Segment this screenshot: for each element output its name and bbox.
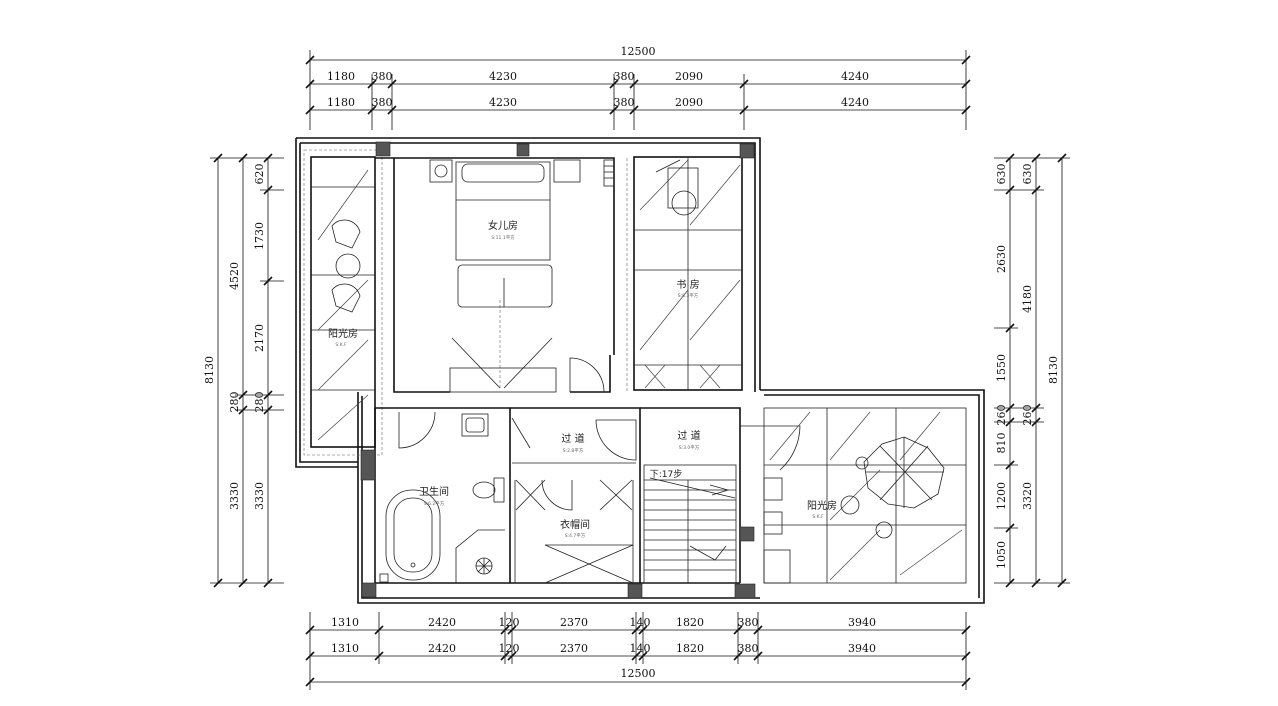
bottom-dim: 2370 [560,616,588,629]
left-dim: 3330 [228,482,241,510]
right-dim: 3320 [1021,482,1034,510]
bottom-dim: 120 [499,616,520,629]
right-dim: 1050 [995,541,1008,569]
bottom-dim: 380 [738,642,759,655]
top-dim: 2090 [675,70,703,83]
wardrobe-icon [515,479,634,584]
desk-chair-icon [655,159,699,216]
room-label-cloakroom: 衣帽间 [560,518,590,531]
building-walls [295,137,985,604]
bottom-dim: 3940 [848,642,876,655]
room-label-corridor-b: 过 道 [677,429,700,442]
bottom-dim: 1310 [331,642,359,655]
top-dim: 380 [372,70,393,83]
room-area-sunroom-west: S:K.F [335,342,347,348]
room-area-balcony: S:K.F [812,514,824,520]
bottom-dim: 3940 [848,616,876,629]
top-dim: 4230 [489,96,517,109]
bottom-dim: 1820 [676,616,704,629]
room-label-bathroom: 卫生间 [419,485,449,498]
washing-machine-icon [763,477,791,584]
right-dim: 1550 [995,354,1008,382]
room-area-daughter: S:11.1平方 [491,234,515,241]
top-dim: 4240 [841,70,869,83]
right-dim: 630 [995,164,1008,185]
tv-cabinet [449,367,557,393]
right-dim: 4180 [1021,285,1034,313]
bottom-dim: 2420 [428,616,456,629]
right-dim: 1200 [995,482,1008,510]
floor-drain-icon [379,573,389,583]
toilet-icon [472,477,505,503]
top-dim: 2090 [675,96,703,109]
top-dimensions: 12500 1180 380 4230 380 2090 4240 1180 3… [305,45,971,130]
left-dim: 280 [228,392,241,413]
top-dim: 380 [372,96,393,109]
left-dim: 4520 [228,262,241,290]
bottom-dim: 1310 [331,616,359,629]
bed-icon [455,161,551,261]
room-area-corridor-a: S:2.8平方 [563,447,584,454]
bathtub-icon [385,489,441,581]
bottom-dim: 1820 [676,642,704,655]
right-dim: 260 [1021,405,1034,426]
room-label-daughter: 女儿房 [488,219,518,232]
right-dim: 2630 [995,245,1008,273]
bottom-dimensions: 1310 2420 120 2370 140 1820 380 3940 131… [305,612,971,690]
room-labels: 女儿房 S:11.1平方 书 房 S:8.3平方 阳光房 S:K.F 卫生间 S… [328,219,837,539]
top-dim: 4240 [841,96,869,109]
patio-umbrella-icon [840,436,945,539]
room-label-balcony: 阳光房 [807,499,837,512]
stair-icon [643,464,737,584]
room-area-study: S:8.3平方 [678,292,699,299]
bottom-dim: 140 [630,642,651,655]
stair-note: 下:17步 [650,469,683,480]
bottom-total-dim: 12500 [621,667,656,680]
left-dim: 3330 [253,482,266,510]
right-dim: 630 [1021,164,1034,185]
bottom-dim: 2420 [428,642,456,655]
bottom-dim: 380 [738,616,759,629]
room-label-corridor-a: 过 道 [561,432,584,445]
sofa-icon [457,264,553,308]
left-dimensions: 8130 4520 280 3330 620 1730 2170 280 333… [203,153,284,588]
room-label-study: 书 房 [676,278,699,291]
top-dim: 380 [614,96,635,109]
left-dim: 620 [253,164,266,185]
left-total-dim: 8130 [203,356,216,384]
top-dim: 380 [614,70,635,83]
bottom-dim: 140 [630,616,651,629]
left-dim: 280 [253,392,266,413]
right-total-dim: 8130 [1047,356,1060,384]
top-total-dim: 12500 [621,45,656,58]
nightstand-icon [429,159,581,183]
shower-icon [475,557,493,575]
left-dim: 1730 [253,222,266,250]
furniture [331,159,945,584]
right-dimensions: 630 2630 1550 260 810 1200 1050 630 4180… [994,153,1070,588]
glass-hatch [311,158,967,584]
room-area-corridor-b: S:3.0平方 [679,444,700,451]
left-dim: 2170 [253,324,266,352]
top-dim: 4230 [489,70,517,83]
room-area-bathroom: S:6.2平方 [424,500,445,507]
right-dim: 810 [995,433,1008,454]
top-dim: 1180 [327,96,355,109]
room-area-cloakroom: S:4.7平方 [565,532,586,539]
room-label-sunroom-west: 阳光房 [328,327,358,340]
bottom-dim: 2370 [560,642,588,655]
radiator-icon [603,159,615,187]
top-dim: 1180 [327,70,355,83]
bottom-dim: 120 [499,642,520,655]
sink-icon [461,413,489,437]
lounge-chair-icon [331,219,361,313]
right-dim: 260 [995,405,1008,426]
